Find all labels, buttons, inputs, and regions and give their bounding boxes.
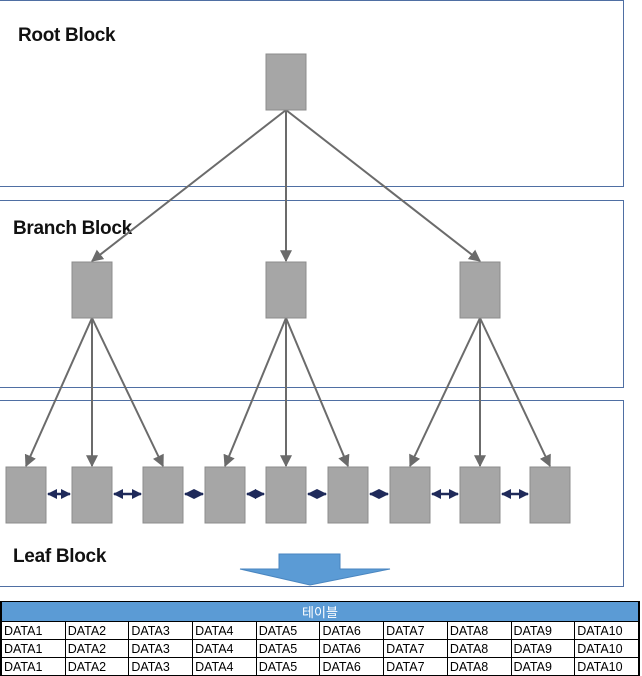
leaf-node (142, 466, 184, 524)
table-title: 테이블 (1, 601, 639, 622)
table-cell: DATA7 (383, 621, 448, 640)
branch-block-label: Branch Block (13, 218, 132, 239)
root-node (265, 53, 307, 111)
leaf-block-label: Leaf Block (13, 546, 107, 567)
table-cell: DATA1 (1, 657, 66, 676)
branch-to-leaf-edge (24, 317, 93, 468)
table-cell: DATA10 (574, 621, 639, 640)
branch-node (265, 261, 307, 319)
tree-nodes (5, 53, 571, 524)
table-cell: DATA2 (64, 621, 130, 640)
table-cell: DATA7 (383, 639, 448, 658)
branch-node (459, 261, 501, 319)
table-cell: DATA9 (510, 657, 576, 676)
root-block-band (0, 0, 624, 187)
leaf-block-band (0, 400, 624, 587)
table-cell: DATA3 (128, 657, 194, 676)
branch-to-leaf-edge (409, 317, 481, 468)
branch-node (71, 261, 113, 319)
table-cell: DATA7 (383, 657, 448, 676)
branch-block-band (0, 200, 624, 388)
leaf-node (529, 466, 571, 524)
leaf-node (389, 466, 431, 524)
leaf-node (265, 466, 307, 524)
branch-to-leaf-edge (91, 317, 164, 468)
branch-to-leaf-edge (285, 317, 350, 468)
table-cell: DATA10 (574, 657, 639, 676)
leaf-node (459, 466, 501, 524)
table-cell: DATA6 (319, 621, 385, 640)
table-cell: DATA5 (255, 657, 321, 676)
tree-edges (24, 109, 551, 468)
branch-to-leaf-edge (223, 317, 287, 468)
table-cell: DATA4 (192, 657, 257, 676)
table-cell: DATA5 (255, 639, 321, 658)
table-cell: DATA6 (319, 657, 385, 676)
table-cell: DATA4 (192, 621, 257, 640)
table-cell: DATA9 (510, 621, 576, 640)
down-arrow-icon (239, 553, 391, 586)
table-cell: DATA9 (510, 639, 576, 658)
table-cell: DATA2 (64, 657, 130, 676)
table-cell: DATA1 (1, 639, 66, 658)
root-to-branch-edge (285, 109, 481, 262)
btree-diagram (5, 53, 571, 586)
table-cell: DATA3 (128, 621, 194, 640)
table-cell: DATA10 (574, 639, 639, 658)
root-to-branch-edge (91, 109, 287, 262)
table-cell: DATA8 (446, 621, 512, 640)
leaf-node (327, 466, 369, 524)
table-cell: DATA8 (446, 639, 512, 658)
table-cell: DATA6 (319, 639, 385, 658)
table-cell: DATA4 (192, 639, 257, 658)
leaf-node (5, 466, 47, 524)
table-cell: DATA5 (255, 621, 321, 640)
branch-to-leaf-edge (479, 317, 551, 468)
table-cell: DATA1 (1, 621, 66, 640)
root-block-label: Root Block (18, 25, 116, 46)
leaf-node (204, 466, 246, 524)
table-cell: DATA2 (64, 639, 130, 658)
table-cell: DATA8 (446, 657, 512, 676)
table-cell: DATA3 (128, 639, 194, 658)
leaf-node (71, 466, 113, 524)
